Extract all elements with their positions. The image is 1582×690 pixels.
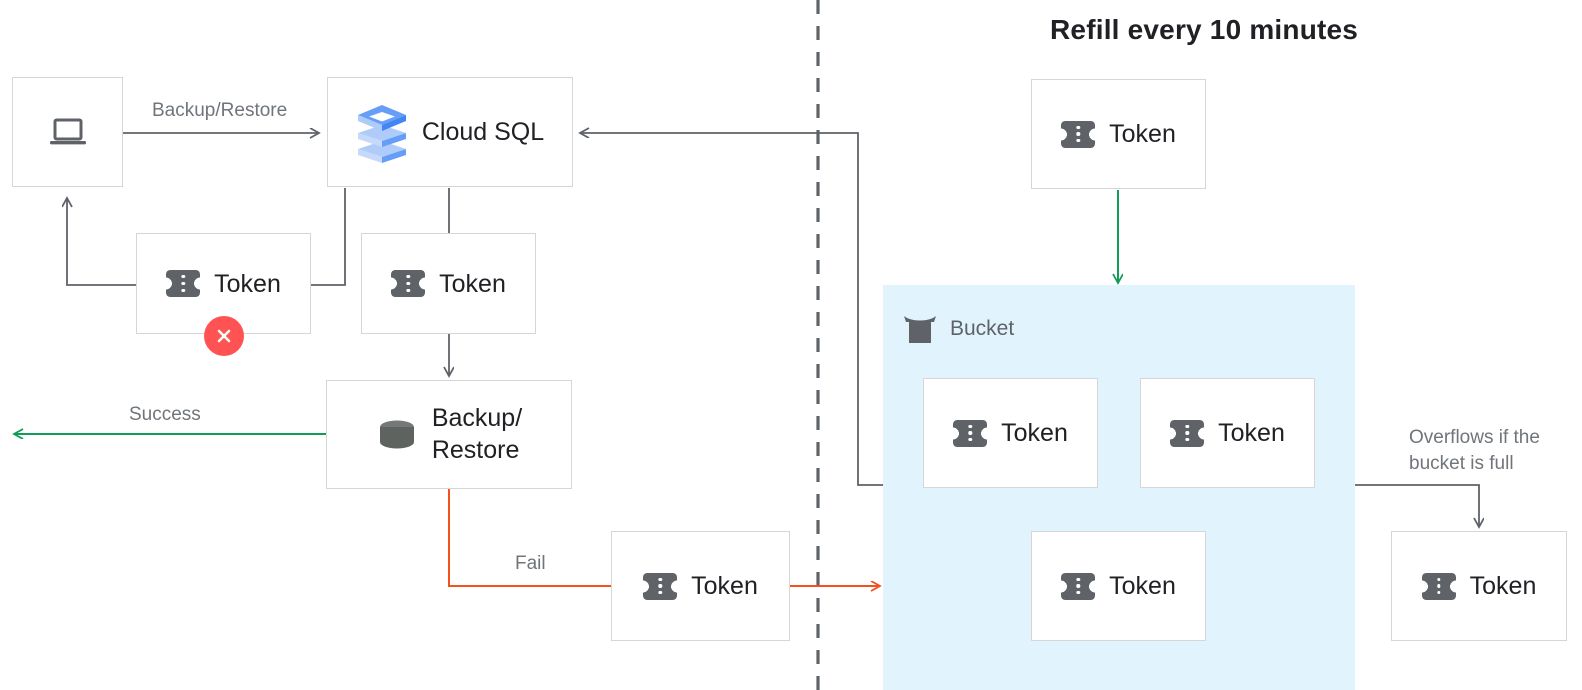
edge-label-fail: Fail [515, 553, 546, 574]
node-token-consumed[interactable]: Token [361, 233, 536, 334]
edge-label-backup-restore: Backup/Restore [152, 100, 288, 121]
node-token-bucket-2-label: Token [1218, 419, 1285, 447]
node-cloud-sql[interactable]: Cloud SQL [327, 77, 573, 187]
node-token-consumed-label: Token [439, 269, 506, 298]
refill-title: Refill every 10 minutes [1050, 14, 1359, 45]
error-x-icon [204, 316, 244, 356]
node-token-fail-return-label: Token [691, 572, 758, 600]
node-token-bucket-3-label: Token [1109, 572, 1176, 600]
database-icon [379, 420, 414, 448]
edge-bucket-overflow [1355, 484, 1479, 527]
node-backup-restore[interactable]: Backup/ Restore [326, 380, 572, 489]
node-token-bucket-1[interactable]: Token [923, 378, 1098, 488]
laptop-icon [49, 118, 86, 145]
bucket-icon [904, 316, 936, 343]
cloud-sql-icon [357, 105, 406, 163]
token-icon [391, 270, 426, 297]
token-icon [1061, 572, 1096, 600]
bucket-label: Bucket [950, 317, 1015, 340]
edge-failed-token-to-client [67, 198, 136, 286]
node-token-bucket-3[interactable]: Token [1031, 531, 1206, 641]
node-token-overflow-label: Token [1469, 572, 1537, 600]
node-token-failed-label: Token [214, 269, 281, 298]
node-cloud-sql-label: Cloud SQL [421, 118, 545, 146]
node-token-fail-return[interactable]: Token [611, 531, 790, 641]
edge-cloudsql-to-failed-token [311, 188, 346, 286]
node-token-overflow[interactable]: Token [1391, 531, 1567, 641]
node-token-bucket-1-label: Token [1001, 419, 1068, 447]
token-icon [1170, 419, 1205, 447]
token-icon [643, 572, 678, 600]
token-icon [1061, 120, 1096, 148]
node-token-refill[interactable]: Token [1031, 79, 1206, 189]
node-client[interactable] [12, 77, 123, 187]
bucket-tag: Bucket [901, 313, 1014, 345]
edge-label-success: Success [129, 404, 201, 425]
edge-label-overflow: Overflows if the bucket is full [1409, 427, 1540, 474]
node-token-bucket-2[interactable]: Token [1140, 378, 1315, 488]
token-icon [166, 270, 201, 297]
edge-bucket-to-cloudsql [580, 133, 883, 486]
token-icon [953, 419, 988, 447]
node-backup-restore-label: Backup/ Restore [431, 404, 523, 464]
node-token-refill-label: Token [1109, 120, 1176, 148]
token-icon [1421, 572, 1456, 600]
